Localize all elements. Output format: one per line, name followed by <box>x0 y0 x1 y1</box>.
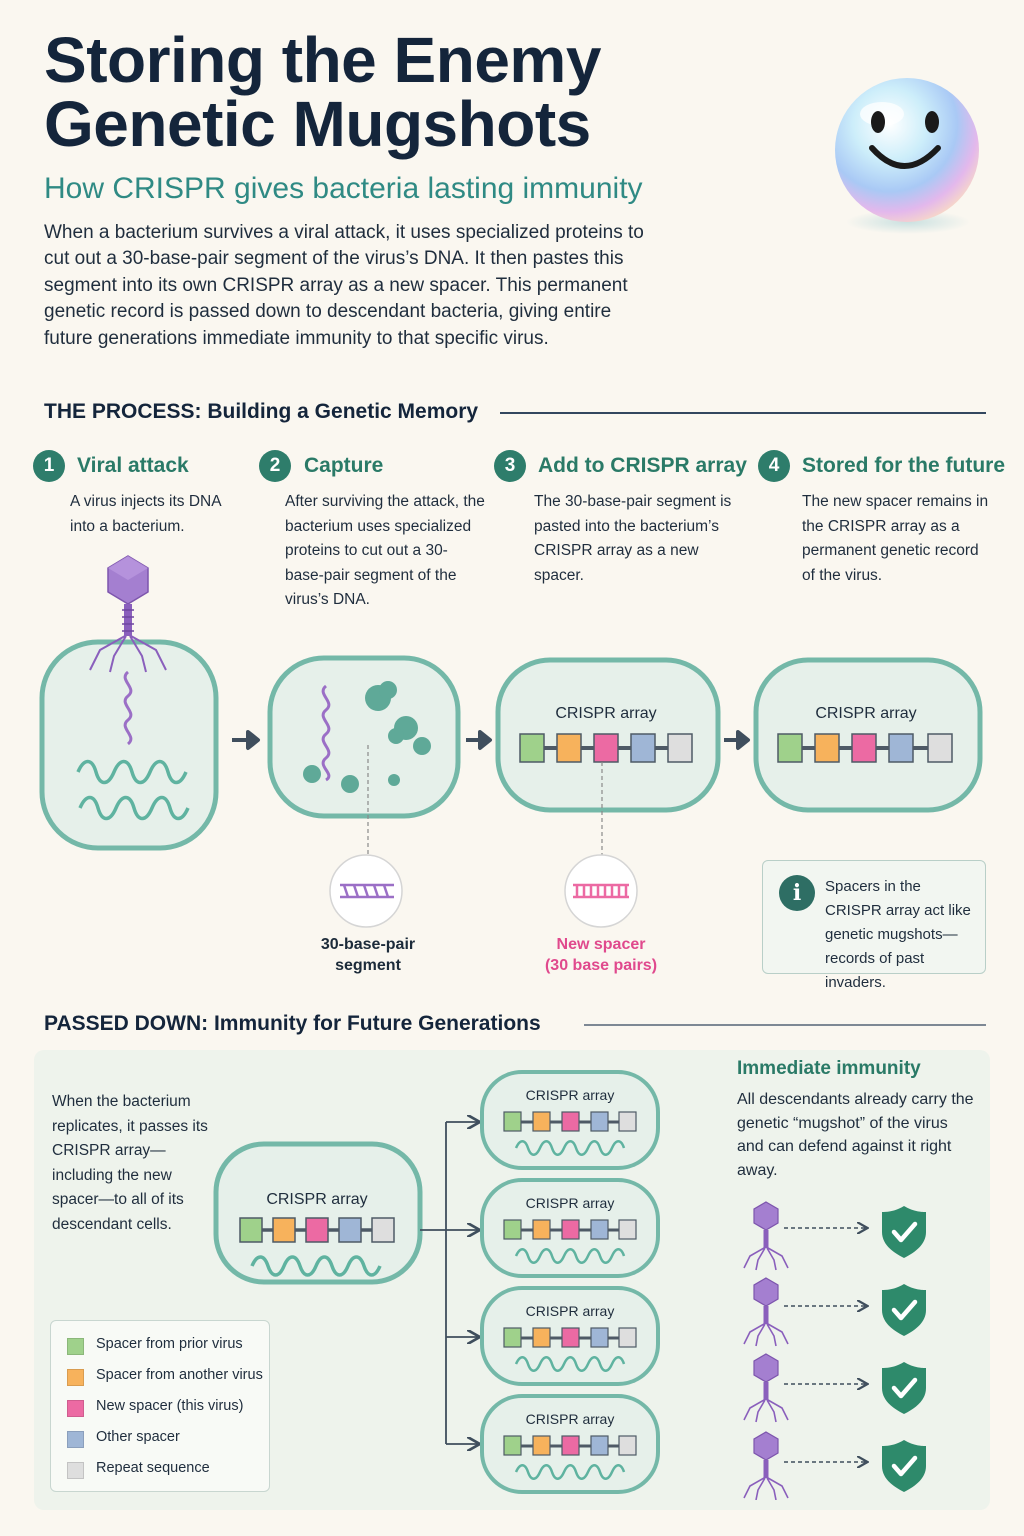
cell-add-to-crispr: CRISPR array <box>495 657 721 858</box>
new-spacer-caption: New spacer (30 base pairs) <box>520 934 682 976</box>
title-line-2: Genetic Mugshots <box>44 88 591 160</box>
step-1-badge: 1 <box>33 450 65 482</box>
legend-label: Spacer from another virus <box>96 1367 263 1383</box>
new-spacer-caption-line-1: New spacer <box>556 936 646 953</box>
step-1-title: Viral attack <box>77 454 189 477</box>
daughter-cell-3: CRISPR array <box>480 1286 660 1386</box>
page-title: Storing the Enemy Genetic Mugshots <box>44 28 804 156</box>
new-spacer-caption-line-2: (30 base pairs) <box>544 957 658 974</box>
info-text: Spacers in the CRISPR array act like gen… <box>825 878 971 991</box>
daughter-4-array-label: CRISPR array <box>526 1411 615 1427</box>
immunity-row-4 <box>743 1431 926 1500</box>
immunity-row-1 <box>743 1201 926 1271</box>
legend-swatch <box>67 1431 84 1448</box>
step-3-description: The 30-base-pair segment is pasted into … <box>534 493 732 584</box>
protein-blobs <box>303 681 431 793</box>
legend-label: Repeat sequence <box>96 1460 210 1476</box>
legend-label: Other spacer <box>96 1429 180 1445</box>
passed-down-heading: PASSED DOWN: Immunity for Future Generat… <box>44 1012 541 1035</box>
immunity-text: All descendants already carry the geneti… <box>737 1091 974 1179</box>
legend-label: Spacer from prior virus <box>96 1336 243 1352</box>
legend-swatch <box>67 1400 84 1417</box>
branch-arrows <box>420 1122 478 1444</box>
step-4-title: Stored for the future <box>802 454 1005 477</box>
intro-paragraph: When a bacterium survives a viral attack… <box>44 222 644 349</box>
process-heading: THE PROCESS: Building a Genetic Memory <box>44 400 479 423</box>
immunity-row-3 <box>743 1353 926 1423</box>
process-heading-rule <box>500 412 986 414</box>
new-spacer-callout <box>564 854 638 928</box>
passed-down-description: When the bacterium replicates, it passes… <box>52 1093 208 1233</box>
step-1-description: A virus injects its DNA into a bacterium… <box>70 493 221 535</box>
legend-swatch <box>67 1369 84 1386</box>
arrow-1-to-2 <box>232 730 260 750</box>
bacteriophage-icon <box>743 1201 789 1271</box>
legend-label: New spacer (this virus) <box>96 1398 244 1414</box>
step-4-description: The new spacer remains in the CRISPR arr… <box>802 493 989 584</box>
step-2-title: Capture <box>304 454 384 477</box>
bacteriophage-icon <box>743 1353 789 1423</box>
segment-caption: 30-base-pair segment <box>290 934 446 976</box>
title-line-1: Storing the Enemy <box>44 24 601 96</box>
shield-check-icon <box>882 1206 926 1258</box>
segment-caption-line-1: 30-base-pair <box>320 936 416 953</box>
step-3-title: Add to CRISPR array <box>538 454 747 477</box>
shield-check-icon <box>882 1440 926 1492</box>
daughter-1-array-label: CRISPR array <box>526 1087 615 1103</box>
cell-viral-attack <box>39 555 219 851</box>
page-subtitle: How CRISPR gives bacteria lasting immuni… <box>44 172 643 205</box>
segment-caption-line-2: segment <box>335 957 401 974</box>
daughter-cell-2: CRISPR array <box>480 1178 660 1278</box>
cell-stored: CRISPR array <box>753 657 983 813</box>
legend-swatch <box>67 1462 84 1479</box>
passed-down-heading-rule <box>584 1024 986 1026</box>
step-3-badge: 3 <box>494 450 526 482</box>
info-icon: i <box>779 875 815 911</box>
process-diagram: CRISPR array CRISPR array <box>39 555 983 858</box>
shield-check-icon <box>882 1362 926 1414</box>
step-2-description: After surviving the attack, the bacteriu… <box>285 493 485 608</box>
shield-check-icon <box>882 1284 926 1336</box>
bacteriophage-icon <box>743 1277 789 1347</box>
daughter-2-array-label: CRISPR array <box>526 1195 615 1211</box>
info-box: i Spacers in the CRISPR array act like g… <box>762 860 986 991</box>
replication-diagram: CRISPR array CRISPR array CRISPR array <box>213 1070 660 1494</box>
daughter-3-array-label: CRISPR array <box>526 1303 615 1319</box>
bacterial-chromosome <box>76 759 190 821</box>
step-4-badge: 4 <box>758 450 790 482</box>
smiley-face-icon <box>835 78 979 234</box>
segment-callout <box>329 854 403 928</box>
cell-3-array-label: CRISPR array <box>555 705 656 722</box>
immunity-diagram <box>743 1201 960 1500</box>
parent-cell: CRISPR array <box>213 1141 423 1285</box>
bacteriophage-icon <box>743 1431 789 1500</box>
immunity-title: Immediate immunity <box>737 1058 921 1079</box>
step-2-badge: 2 <box>259 450 291 482</box>
immunity-row-2 <box>743 1277 926 1347</box>
cell-capture <box>267 655 461 858</box>
parent-array-label: CRISPR array <box>266 1191 367 1208</box>
daughter-cell-1: CRISPR array <box>480 1070 660 1170</box>
legend-swatch <box>67 1338 84 1355</box>
cell-4-array-label: CRISPR array <box>815 705 916 722</box>
daughter-cell-4: CRISPR array <box>480 1394 660 1494</box>
arrow-2-to-3 <box>466 730 492 750</box>
arrow-3-to-4 <box>724 730 750 750</box>
legend: Spacer from prior virus Spacer from anot… <box>50 1320 270 1492</box>
